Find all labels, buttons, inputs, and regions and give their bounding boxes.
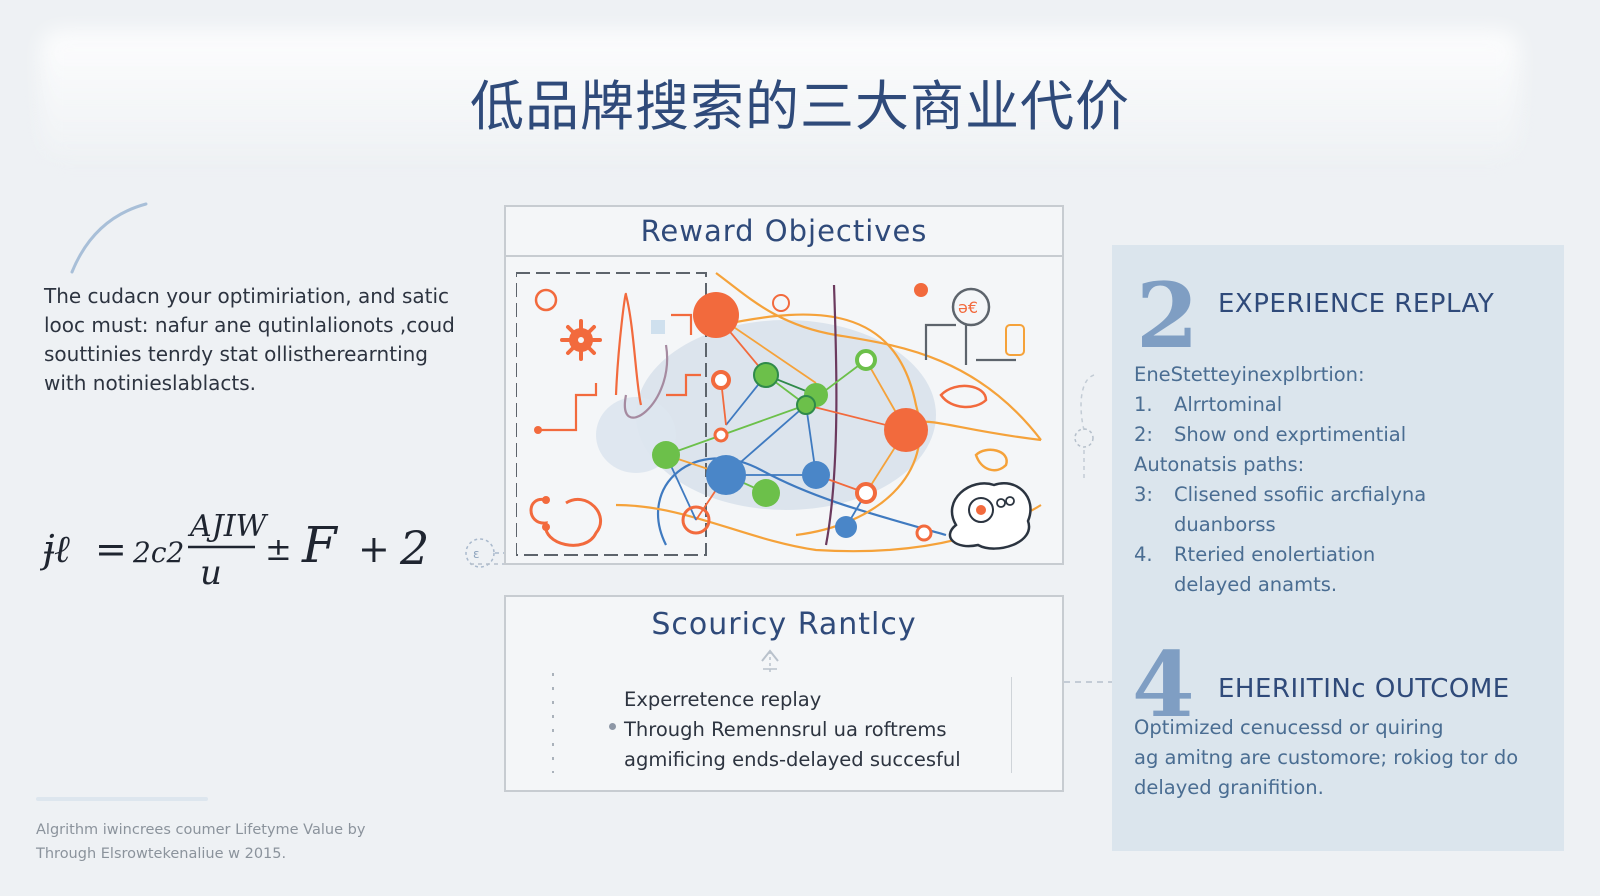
outcome-line-2: ag amitng are customore; rokiog tor do — [1134, 746, 1519, 769]
reward-objectives-title: Reward Objectives — [506, 207, 1062, 257]
decorative-arc — [70, 202, 148, 274]
experience-item-text: Clisened ssofiic arcfialyna — [1174, 483, 1427, 506]
experience-item-number: 3: — [1134, 483, 1153, 506]
security-dashed-guide — [552, 673, 554, 773]
experience-item-text: Rteried enolertiation — [1174, 543, 1376, 566]
experience-item-cont: duanborss — [1134, 510, 1426, 540]
experience-item-text: Alrrtominal — [1174, 393, 1283, 416]
experience-item-number: 1. — [1134, 393, 1153, 416]
experience-intro: EneStetteyinexplbrtion: — [1134, 363, 1365, 386]
experience-heading: EXPERIENCE REPLAY — [1218, 289, 1495, 319]
formula-constant: 2 — [399, 521, 429, 575]
experience-item: 4. Rteried enolertiation — [1134, 540, 1426, 570]
formula-coefficient: 2c2 — [132, 536, 184, 569]
security-line-3: agmificing ends-delayed succesful — [624, 748, 961, 771]
security-right-rule — [1011, 677, 1012, 773]
experience-item-text: Show ond exprtimential — [1174, 423, 1407, 446]
svg-text:ε: ε — [473, 547, 480, 561]
outcome-heading: EHERIITINc OUTCOME — [1218, 674, 1510, 704]
right-connector — [1074, 374, 1095, 480]
formula-lhs: ɉℓ — [40, 527, 70, 571]
experience-item: 3: Clisened ssofiic arcfialyna — [1134, 480, 1426, 510]
security-lines: Experretence replay Through Remennsrul u… — [624, 685, 961, 775]
header-backdrop — [40, 30, 1520, 160]
experience-item: 1. Alrrtominal — [1134, 390, 1426, 420]
intro-paragraph: The cudacn your optimiriation, and satic… — [44, 284, 455, 395]
reward-objectives-box: Reward Objectives — [504, 205, 1064, 565]
formula-denominator: u — [200, 553, 222, 593]
right-info-panel: 2 EXPERIENCE REPLAY EneStetteyinexplbrti… — [1112, 245, 1564, 851]
experience-item-number: 2: — [1134, 423, 1153, 446]
formula-op1: ± — [265, 530, 292, 568]
svg-text:ǝ€: ǝ€ — [958, 298, 978, 317]
left-dashed-connector — [470, 563, 510, 565]
outcome-number: 4 — [1132, 632, 1195, 738]
up-arrow-icon — [761, 649, 779, 673]
security-line-1: Experretence replay — [624, 688, 822, 711]
formula-op2: + — [358, 527, 390, 571]
experience-item-text: duanborss — [1174, 513, 1276, 536]
experience-body: EneStetteyinexplbrtion: 1. Alrrtominal 2… — [1134, 360, 1426, 600]
bullet-dot — [609, 723, 616, 730]
formula-connector-node — [465, 538, 495, 568]
footnote-line-2: Through Elsrowtekenaliue w 2015. — [36, 846, 287, 862]
formula-equals: = — [95, 527, 127, 571]
outcome-line-1: Optimized cenucessd or quiring — [1134, 716, 1444, 739]
formula-term: F — [301, 516, 339, 574]
experience-item-text: delayed anamts. — [1174, 573, 1338, 596]
security-title: Scouricy Rantlcy — [651, 607, 917, 642]
outcome-line-3: delayed granifition. — [1134, 776, 1324, 799]
security-box: Scouricy Rantlcy Experretence replay Thr… — [504, 595, 1064, 792]
footnote-divider — [36, 797, 208, 801]
experience-subheading: Autonatsis paths: — [1134, 453, 1305, 476]
experience-item-number: 4. — [1134, 543, 1153, 566]
experience-item-cont: delayed anamts. — [1134, 570, 1426, 600]
formula-numerator: AJIW — [187, 509, 269, 544]
page-title: 低品牌搜索的三大商业代价 — [470, 75, 1130, 138]
experience-number: 2 — [1136, 263, 1199, 369]
outcome-body: Optimized cenucessd or quiring ag amitng… — [1134, 713, 1518, 803]
security-line-2: Through Remennsrul ua roftrems — [624, 718, 947, 741]
footnote-line-1: Algrithm iwincrees coumer Lifetyme Value… — [36, 822, 366, 838]
experience-item: 2: Show ond exprtimential — [1134, 420, 1426, 450]
formula: ɉℓ = 2c2 AJIW u ± F + 2 ε — [40, 509, 510, 593]
lower-right-connector — [1064, 681, 1112, 683]
network-illustration: ǝ€ — [516, 272, 1042, 556]
footnote: Algrithm iwincrees coumer Lifetyme Value… — [36, 818, 456, 866]
